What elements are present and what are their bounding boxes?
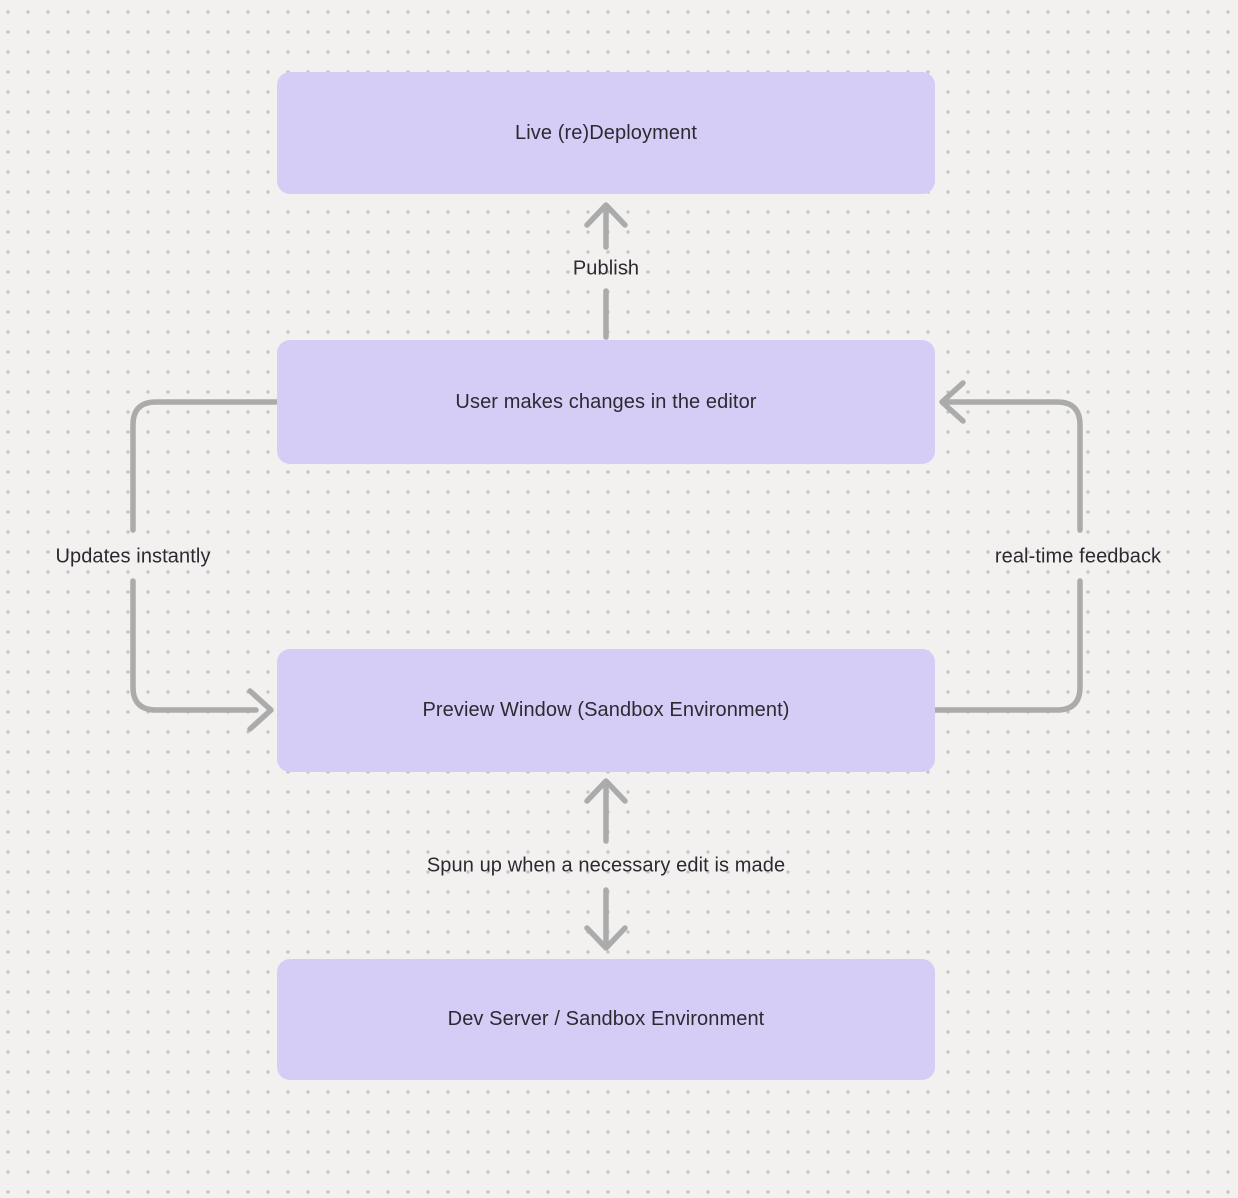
- node-live-redeployment: Live (re)Deployment: [277, 72, 935, 194]
- edge-label-updates-instantly: Updates instantly: [55, 545, 211, 568]
- edge-label-realtime-feedback: real-time feedback: [994, 545, 1162, 568]
- node-label: Preview Window (Sandbox Environment): [422, 699, 790, 721]
- node-label: Dev Server / Sandbox Environment: [447, 1008, 765, 1030]
- spun-up-arrowhead-down-icon: [584, 925, 628, 951]
- node-label: Live (re)Deployment: [515, 121, 697, 144]
- spun-up-arrowhead-up-icon: [584, 778, 628, 804]
- feedback-arrowhead-left-icon: [939, 380, 966, 424]
- updates-segment-upper: [130, 399, 280, 533]
- node-preview-window: Preview Window (Sandbox Environment): [277, 649, 935, 772]
- node-label: User makes changes in the editor: [455, 390, 757, 413]
- publish-arrowhead-up-icon: [584, 202, 628, 228]
- node-user-editor: User makes changes in the editor: [277, 340, 935, 464]
- edge-label-publish: Publish: [572, 257, 640, 280]
- feedback-segment-lower: [932, 578, 1083, 713]
- node-dev-server: Dev Server / Sandbox Environment: [277, 959, 935, 1080]
- updates-arrowhead-right-icon: [247, 688, 274, 732]
- feedback-segment-upper: [945, 399, 1083, 533]
- edge-label-spun-up: Spun up when a necessary edit is made: [426, 854, 786, 877]
- updates-segment-lower: [130, 578, 259, 713]
